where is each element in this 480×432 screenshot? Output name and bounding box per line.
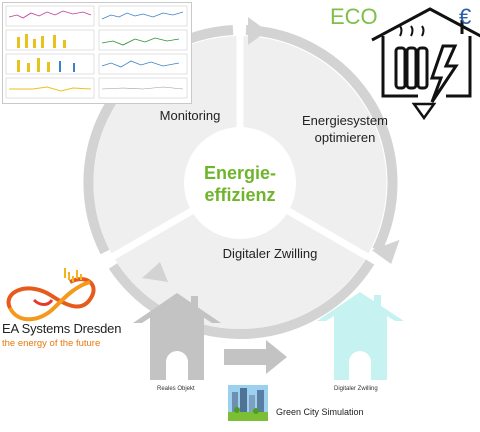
ring-arc (245, 25, 398, 253)
center-circle (184, 127, 296, 239)
dashboard-charts (5, 5, 188, 99)
segment-optimize-line1: Energiesystem (302, 113, 388, 128)
company-slogan: the energy of the future (2, 338, 101, 349)
digital-twin-label: Digitaler Zwilling (334, 386, 378, 392)
green-city-label: Green City Simulation (276, 407, 364, 417)
center-line2: effizienz (204, 185, 276, 205)
infinity-logo-icon (6, 268, 96, 322)
ring-arc (108, 259, 375, 339)
euro-symbol: € (459, 4, 472, 29)
segment-label-optimize: Energiesystem optimieren (290, 112, 400, 146)
arrow-head-icon (142, 262, 168, 282)
digital-house-icon (317, 292, 404, 380)
eco-label: ECO (330, 4, 378, 29)
segment-optimize-line2: optimieren (314, 130, 376, 145)
energy-house-icon (371, 7, 480, 121)
center-label: Energie- effizienz (200, 162, 280, 206)
segment-twin-text: Digitaler Zwilling (222, 246, 318, 261)
center-line1: Energie- (203, 163, 277, 183)
cycle-arrowheads (142, 17, 400, 282)
sector-twin (113, 183, 367, 329)
segment-label-twin: Digitaler Zwilling (200, 245, 340, 262)
segment-label-monitoring: Monitoring (150, 107, 230, 124)
arrow-head-icon (248, 17, 267, 45)
arrow-head-icon (371, 239, 400, 264)
arrow-right-icon (224, 340, 287, 374)
green-city-icon (228, 385, 268, 421)
real-object-label: Reales Objekt (157, 386, 195, 392)
monitoring-dashboard-thumbnail (2, 2, 192, 104)
company-name: EA Systems Dresden (2, 321, 122, 336)
segment-monitoring-text: Monitoring (159, 108, 221, 123)
real-house-icon (133, 293, 221, 380)
